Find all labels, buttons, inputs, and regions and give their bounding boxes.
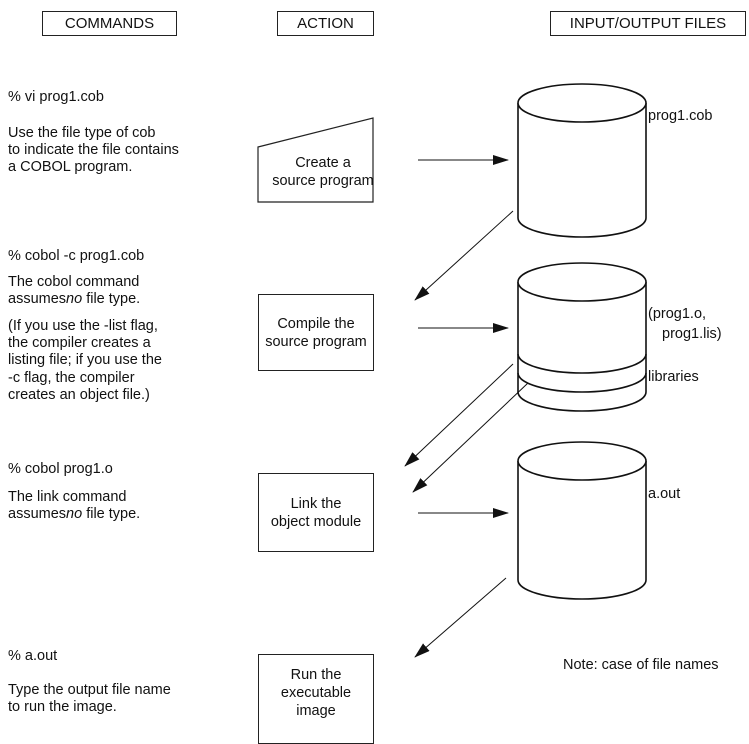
file-aout: a.out — [648, 486, 681, 502]
command-aout: % a.out — [8, 648, 58, 664]
commands-header: COMMANDS — [42, 11, 177, 36]
action-line: source program — [265, 333, 367, 350]
desc-line: -c flag, the compiler — [8, 369, 135, 386]
desc-line: listing file; if you use the — [8, 352, 162, 369]
desc-line: Use the file type of cob — [8, 125, 156, 141]
action-line: object module — [270, 513, 362, 530]
desc-line: creates an object file.) — [8, 386, 150, 403]
desc-line: a COBOL program. — [8, 159, 133, 176]
desc-emphasis: no — [66, 506, 83, 523]
desc-line: to indicate the file contains — [8, 142, 179, 159]
action-line: source program — [272, 173, 374, 189]
desc-line: The cobol command — [8, 274, 140, 290]
desc-line: to run the image. — [8, 699, 117, 716]
note-file-case: Note: case of file names — [563, 657, 719, 673]
aout-cylinder — [517, 441, 647, 600]
action-line: Create a — [295, 155, 351, 171]
files-header: INPUT/OUTPUT FILES — [550, 11, 746, 36]
desc-text: file type. — [82, 506, 141, 523]
action-compile: Compile the source program — [258, 294, 374, 371]
description-run: Type the output file name to run the ima… — [8, 682, 171, 716]
desc-line: (If you use the -list flag, — [8, 318, 158, 334]
desc-text: assumes — [8, 291, 67, 308]
description-link: The link command assumesno file type. — [8, 489, 140, 523]
desc-line: Type the output file name — [8, 682, 171, 698]
action-line: Link the — [290, 495, 342, 512]
action-create-source: Create a source program — [272, 142, 374, 202]
desc-text: file type. — [82, 291, 141, 308]
action-line: image — [296, 703, 336, 719]
action-link: Link the object module — [258, 473, 374, 552]
file-libraries: libraries — [648, 369, 699, 385]
description-cobol-c: The cobol command assumesno file type. — [8, 274, 140, 308]
arrow-object-to-link — [404, 363, 514, 467]
command-cobol-link: % cobol prog1.o — [8, 461, 113, 477]
arrow-aout-to-run — [414, 577, 507, 658]
description-cobol-c-note: (If you use the -list flag, the compiler… — [8, 318, 162, 404]
arrow-library-to-link — [412, 382, 529, 493]
file-label-line: (prog1.o, — [648, 306, 707, 322]
action-line: Run the — [290, 667, 342, 683]
desc-line: assumesno file type. — [8, 506, 140, 523]
action-header: ACTION — [277, 11, 374, 36]
desc-emphasis: no — [66, 291, 83, 308]
object-library-cylinder — [517, 262, 647, 412]
arrow-file-to-compile — [414, 210, 514, 301]
command-vi: % vi prog1.cob — [8, 89, 104, 105]
desc-line: the compiler creates a — [8, 335, 151, 352]
description-vi: Use the file type of cob to indicate the… — [8, 125, 179, 177]
file-prog1-cob: prog1.cob — [648, 108, 713, 124]
file-label-line: prog1.lis) — [662, 326, 722, 342]
create-source-shape — [257, 117, 374, 203]
action-run: Run the executable image — [258, 654, 374, 744]
command-cobol-c: % cobol -c prog1.cob — [8, 248, 145, 264]
desc-text: assumes — [8, 506, 67, 523]
action-line: executable — [280, 685, 352, 701]
prog1-cob-cylinder — [517, 83, 647, 238]
desc-line: The link command — [8, 489, 127, 505]
file-prog1-o-lis: (prog1.o, prog1.lis) — [648, 304, 722, 344]
action-line: Compile the — [277, 315, 355, 332]
desc-line: assumesno file type. — [8, 291, 140, 308]
